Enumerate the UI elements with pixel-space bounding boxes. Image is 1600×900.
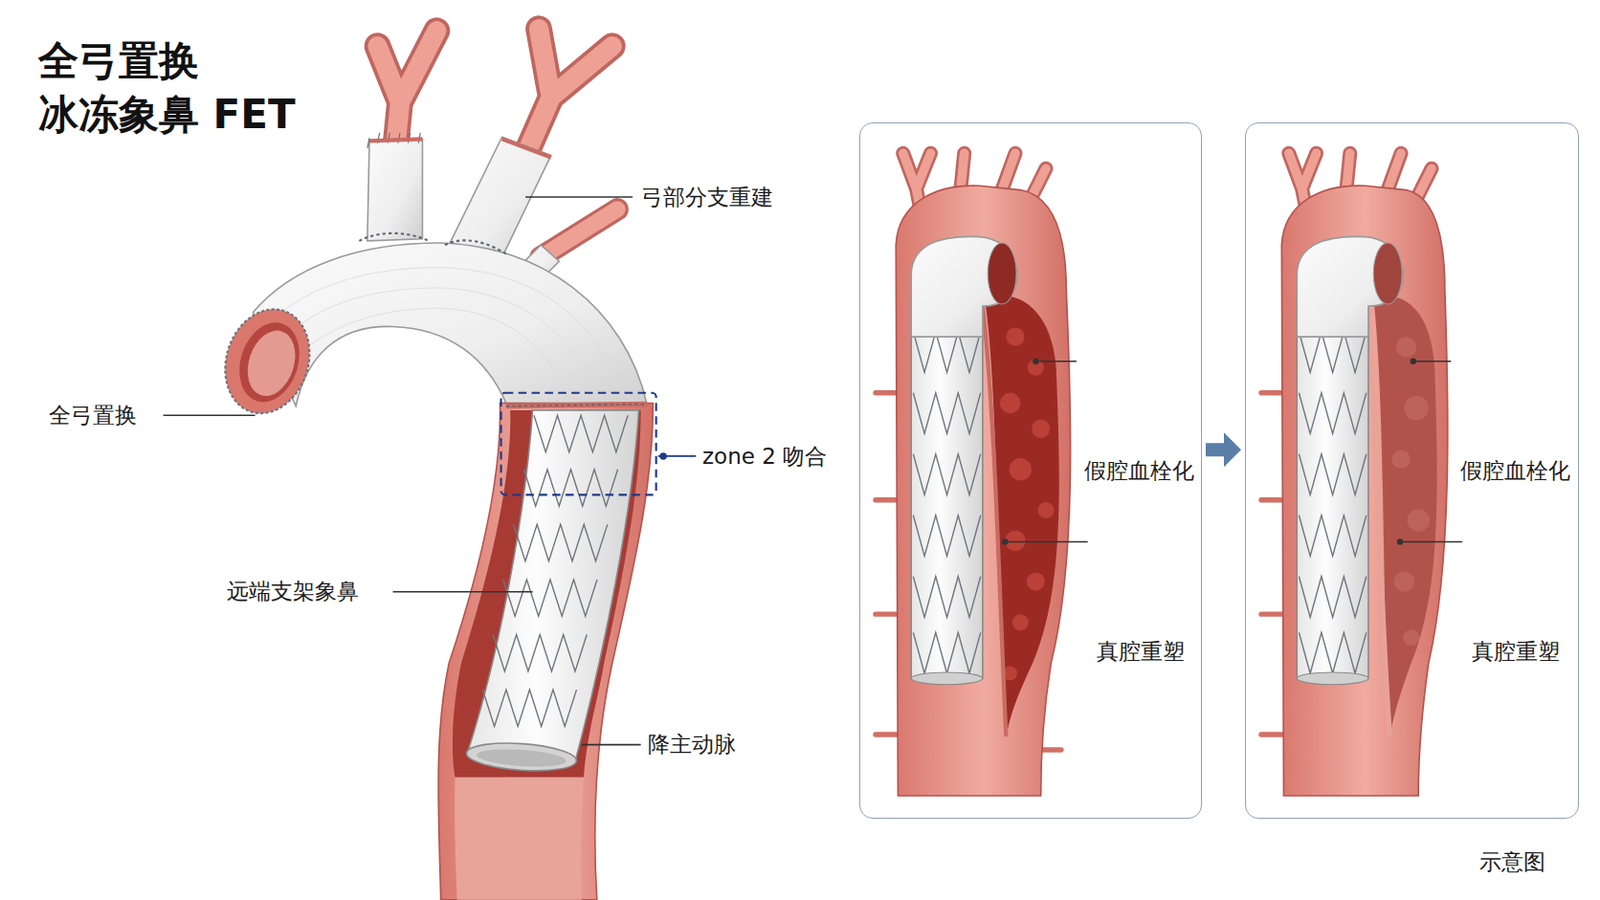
stent-wire [912, 393, 980, 435]
stent-wire [503, 579, 598, 617]
panel-label: 假腔血栓化 [1458, 457, 1573, 485]
stent-wire [533, 415, 628, 452]
stent-wire [912, 577, 980, 619]
stent-wire [912, 332, 980, 374]
panel-illustration [1261, 153, 1448, 797]
panel-label: 真腔重塑 [1094, 638, 1187, 666]
stent-wire [1298, 454, 1366, 496]
stent-wire [1298, 332, 1366, 674]
callout-label: 降主动脉 [647, 731, 736, 758]
stent-wire [912, 332, 980, 674]
stent-wire [513, 524, 608, 561]
callout-label: 弓部分支重建 [641, 183, 774, 211]
stent-wire [1298, 577, 1366, 619]
stent-wire [1298, 393, 1366, 435]
flow-arrow [1205, 432, 1242, 467]
callout-label: 全弓置换 [48, 401, 137, 429]
stent-wire [912, 632, 980, 674]
stent-wire [482, 689, 577, 727]
illustration-panel: 假腔血栓化真腔重塑 [1244, 122, 1579, 820]
title: 全弓置换 冰冻象鼻 FET [38, 34, 326, 142]
leader-lines [163, 197, 697, 746]
callout-label: 远端支架象鼻 [226, 577, 359, 605]
callout-label: zone 2 吻合 [702, 443, 827, 470]
stent-wire [1298, 632, 1366, 674]
caption: 示意图 [1479, 848, 1546, 876]
stent-wire [492, 635, 587, 672]
stent-wire [912, 515, 980, 557]
stent-wire [523, 469, 618, 507]
stent-wire [912, 454, 980, 496]
stent-wire [482, 415, 628, 727]
stent-wire [1298, 515, 1366, 557]
illustration-panel: 假腔血栓化真腔重塑 [859, 122, 1202, 820]
panel-label: 假腔血栓化 [1082, 457, 1197, 485]
panel-illustration [875, 153, 1071, 797]
panel-label: 真腔重塑 [1469, 638, 1562, 666]
aortic-illustration [212, 28, 657, 900]
stent-wire [1298, 332, 1366, 374]
